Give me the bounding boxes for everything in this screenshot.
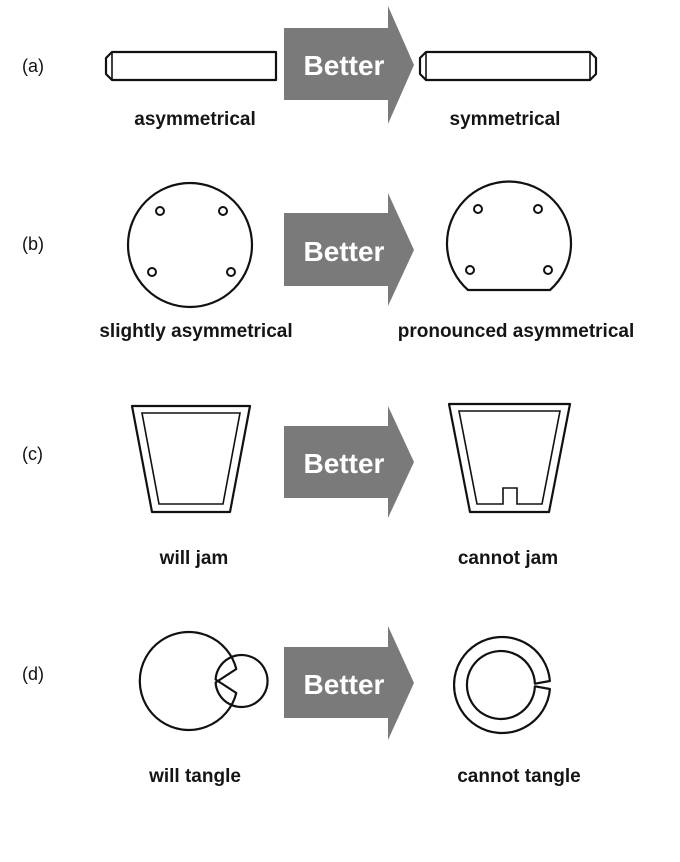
asymmetrical-pin-icon <box>104 50 278 82</box>
caption-left-a: asymmetrical <box>134 109 255 130</box>
caption-right-b: pronounced asymmetrical <box>398 321 635 342</box>
will-jam-cup-icon <box>130 404 252 514</box>
row-d: (d) Better will tangle cannot tangle <box>22 626 581 787</box>
row-a: (a) Better asymmetrical symmetrical <box>22 6 598 130</box>
caption-right-a: symmetrical <box>450 109 561 130</box>
caption-right-d: cannot tangle <box>457 766 581 787</box>
row-label-d: (d) <box>22 664 44 684</box>
row-label-c: (c) <box>22 444 43 464</box>
slightly-asymmetrical-plate-icon <box>126 181 254 309</box>
cannot-jam-cup-icon <box>447 402 572 514</box>
caption-left-c: will jam <box>159 548 229 569</box>
better-arrow-d: Better <box>284 626 414 740</box>
better-arrow-a: Better <box>284 6 414 124</box>
better-arrow-b: Better <box>284 193 414 306</box>
better-arrow-c: Better <box>284 406 414 518</box>
better-label-d: Better <box>304 669 385 700</box>
will-tangle-ring-icon <box>138 630 269 732</box>
better-label-c: Better <box>304 448 385 479</box>
pronounced-asymmetrical-plate-icon <box>445 180 573 292</box>
caption-left-b: slightly asymmetrical <box>99 321 292 342</box>
symmetrical-pin-icon <box>418 50 598 82</box>
cannot-tangle-ring-icon <box>453 635 551 735</box>
caption-right-c: cannot jam <box>458 548 558 569</box>
row-label-b: (b) <box>22 234 44 254</box>
better-label-a: Better <box>304 50 385 81</box>
caption-left-d: will tangle <box>148 766 241 787</box>
better-label-b: Better <box>304 236 385 267</box>
row-label-a: (a) <box>22 56 44 76</box>
row-b: (b) Better slightly asymmetrical pronoun… <box>22 180 635 342</box>
row-c: (c) Better will jam cannot jam <box>22 402 572 569</box>
